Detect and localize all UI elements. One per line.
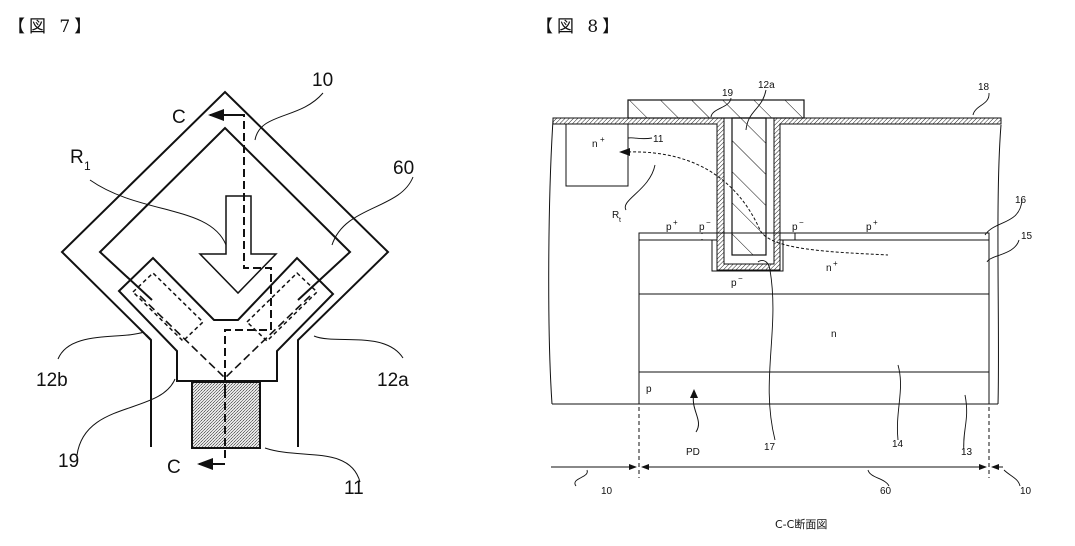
contact-dashed-regions (131, 271, 319, 343)
label-p-minus-bottom: p (731, 278, 737, 289)
label-rt: R (612, 210, 619, 221)
substrate-left-edge (548, 119, 554, 405)
label-11-fig8: 11 (653, 134, 664, 145)
label-n-plus-mid-sup: + (833, 259, 838, 268)
label-section-c-bottom: C (167, 457, 181, 478)
pd-arrowhead (690, 389, 698, 398)
label-60: 60 (393, 158, 414, 179)
label-p-minus-right: p (792, 222, 798, 233)
substrate-right-edge (997, 124, 1002, 405)
label-n-region: n (831, 329, 837, 340)
r1-arrow-shape (198, 195, 278, 295)
label-18: 18 (978, 82, 990, 93)
rt-carrier-path (627, 151, 889, 256)
label-19: 19 (58, 451, 79, 472)
contact-12b-outline (131, 271, 205, 343)
label-dim-60: 60 (880, 486, 892, 497)
label-dim-10-right: 10 (1020, 486, 1032, 497)
electrode-12a-trench-fill (731, 117, 767, 256)
label-n-plus-top-sup: + (600, 135, 605, 144)
label-12a-fig8: 12a (758, 80, 775, 91)
label-p-plus-left-sup: + (673, 218, 678, 227)
trench-inner-lining (723, 124, 775, 265)
label-p-plus-left: p (666, 222, 672, 233)
label-section-c-top: C (172, 107, 186, 128)
label-p-plus-right-sup: + (873, 218, 878, 227)
label-p-plus-right: p (866, 222, 872, 233)
photodiode-layers (638, 232, 990, 405)
rt-arrowhead (619, 148, 630, 156)
label-17: 17 (764, 442, 776, 453)
electrode-19-outline (117, 256, 335, 382)
inner-diamond-boundary (98, 126, 352, 301)
label-p-minus-bottom-sup: − (738, 274, 743, 283)
label-16: 16 (1015, 195, 1027, 206)
label-dim-10-left: 10 (601, 486, 613, 497)
label-r1: R (70, 147, 84, 168)
figure-8-caption: C-C断面図 (775, 517, 827, 531)
label-n-plus-top: n (592, 139, 598, 150)
region-boundaries (638, 372, 990, 478)
label-11: 11 (344, 478, 364, 499)
insulator-18 (552, 117, 1002, 271)
pd-leader (692, 392, 699, 433)
electrode-19-top (627, 99, 805, 119)
label-r1-subscript: 1 (84, 159, 91, 173)
contact-12a-outline (245, 271, 319, 343)
label-10: 10 (312, 70, 333, 91)
inner-left-leg (145, 334, 152, 341)
label-p-minus-left-sup: − (706, 218, 711, 227)
pd-region-outline (638, 232, 990, 405)
fig8-leader-lines (574, 89, 1023, 487)
label-15: 15 (1021, 231, 1033, 242)
label-pd: PD (686, 447, 700, 458)
label-19-fig8: 19 (722, 88, 734, 99)
label-13: 13 (961, 447, 973, 458)
label-n-plus-mid: n (826, 263, 832, 274)
label-14: 14 (892, 439, 904, 450)
fig7-leader-lines (57, 92, 414, 483)
label-p-minus-right-sup: − (799, 218, 804, 227)
figure-8-title: 【図 8】 (536, 17, 624, 37)
n-plus-region-11 (565, 123, 629, 187)
label-p-minus-left: p (699, 222, 705, 233)
figure-7-drawing (60, 90, 390, 447)
label-rt-sub: t (619, 217, 621, 224)
label-12b: 12b (36, 370, 68, 391)
label-p-region: p (646, 384, 652, 395)
figure-7-title: 【図 7】 (8, 17, 96, 37)
section-line-c-c (139, 109, 311, 470)
p-minus-trench-region (711, 240, 784, 272)
label-12a: 12a (377, 370, 409, 391)
